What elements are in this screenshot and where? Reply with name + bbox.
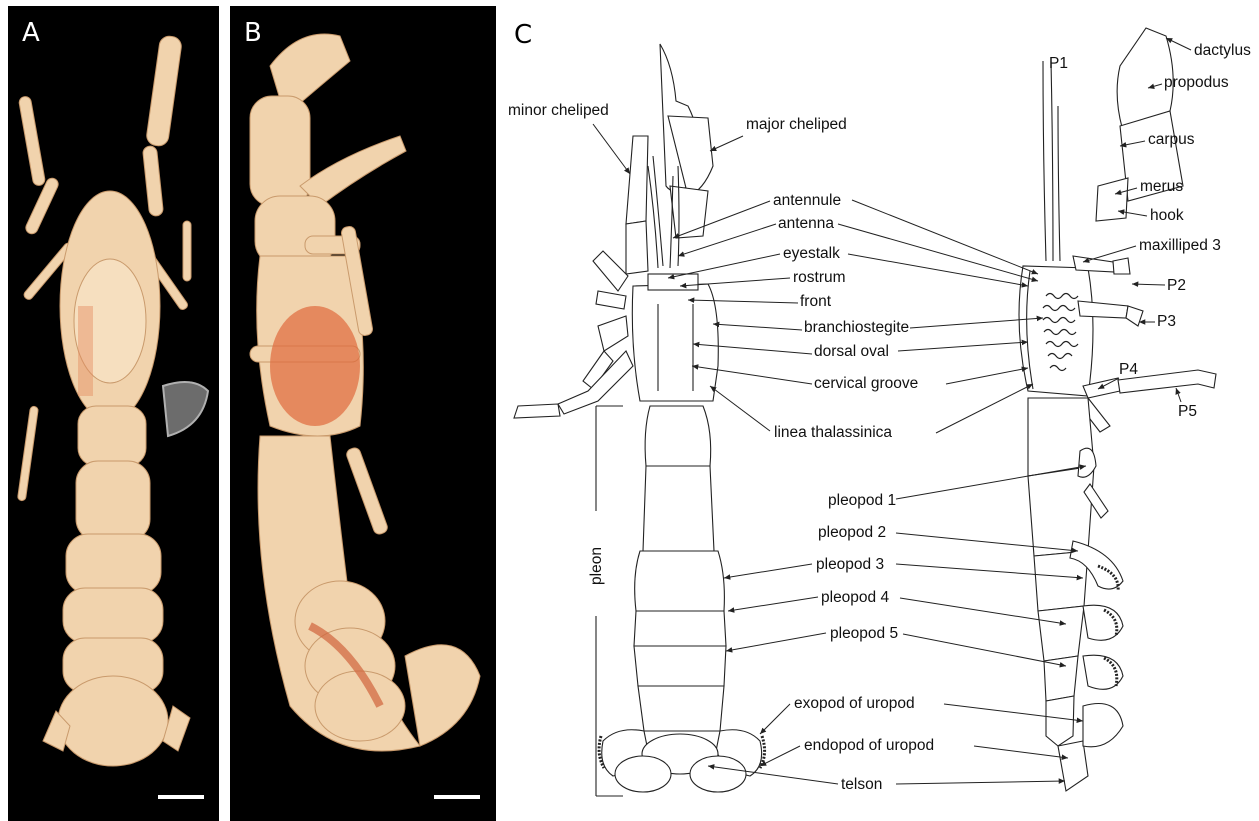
label-propodus: propodus	[1164, 74, 1229, 91]
photo-panel-lateral: B	[230, 6, 496, 821]
photo-panel-dorsal: A	[8, 6, 219, 821]
label-merus: merus	[1140, 178, 1183, 195]
dorsal-view-drawing	[514, 44, 765, 796]
label-pleopod-1: pleopod 1	[828, 492, 896, 509]
label-telson: telson	[841, 776, 882, 793]
label-rostrum: rostrum	[793, 269, 846, 286]
label-antenna: antenna	[778, 215, 834, 232]
label-p5: P5	[1178, 403, 1197, 420]
label-p4: P4	[1119, 361, 1138, 378]
label-dactylus: dactylus	[1194, 42, 1251, 59]
label-major-cheliped: major cheliped	[746, 116, 847, 133]
label-pleopod-5: pleopod 5	[830, 625, 898, 642]
label-pleopod-4: pleopod 4	[821, 589, 889, 606]
label-linea-thalassinica: linea thalassinica	[774, 424, 892, 441]
label-hook: hook	[1150, 207, 1184, 224]
scale-bar	[158, 795, 204, 799]
label-antennule: antennule	[773, 192, 841, 209]
diagram-panel: C	[498, 6, 1259, 821]
panel-label-a: A	[22, 18, 40, 48]
label-carpus: carpus	[1148, 131, 1195, 148]
label-pleopod-2: pleopod 2	[818, 524, 886, 541]
anatomy-line-drawing: minor cheliped major cheliped antennule …	[498, 6, 1259, 821]
label-maxilliped-3: maxilliped 3	[1139, 237, 1221, 254]
specimen-photo-lateral	[230, 6, 496, 821]
label-exopod-of-uropod: exopod of uropod	[794, 695, 915, 712]
label-front: front	[800, 293, 832, 310]
label-dorsal-oval: dorsal oval	[814, 343, 889, 360]
appendage-labels: pleopod 1 pleopod 2 pleopod 3 pleopod 4 …	[794, 492, 934, 793]
label-p2: P2	[1167, 277, 1186, 294]
label-p1: P1	[1049, 55, 1068, 72]
label-pleon: pleon	[588, 547, 605, 585]
label-branchiostegite: branchiostegite	[804, 319, 909, 336]
label-endopod-of-uropod: endopod of uropod	[804, 737, 934, 754]
scale-bar	[434, 795, 480, 799]
label-pleopod-3: pleopod 3	[816, 556, 884, 573]
specimen-photo-dorsal	[8, 6, 219, 821]
panel-label-b: B	[244, 18, 262, 48]
label-cervical-groove: cervical groove	[814, 375, 918, 392]
label-minor-cheliped: minor cheliped	[508, 102, 609, 119]
label-eyestalk: eyestalk	[783, 245, 840, 262]
label-p3: P3	[1157, 313, 1176, 330]
